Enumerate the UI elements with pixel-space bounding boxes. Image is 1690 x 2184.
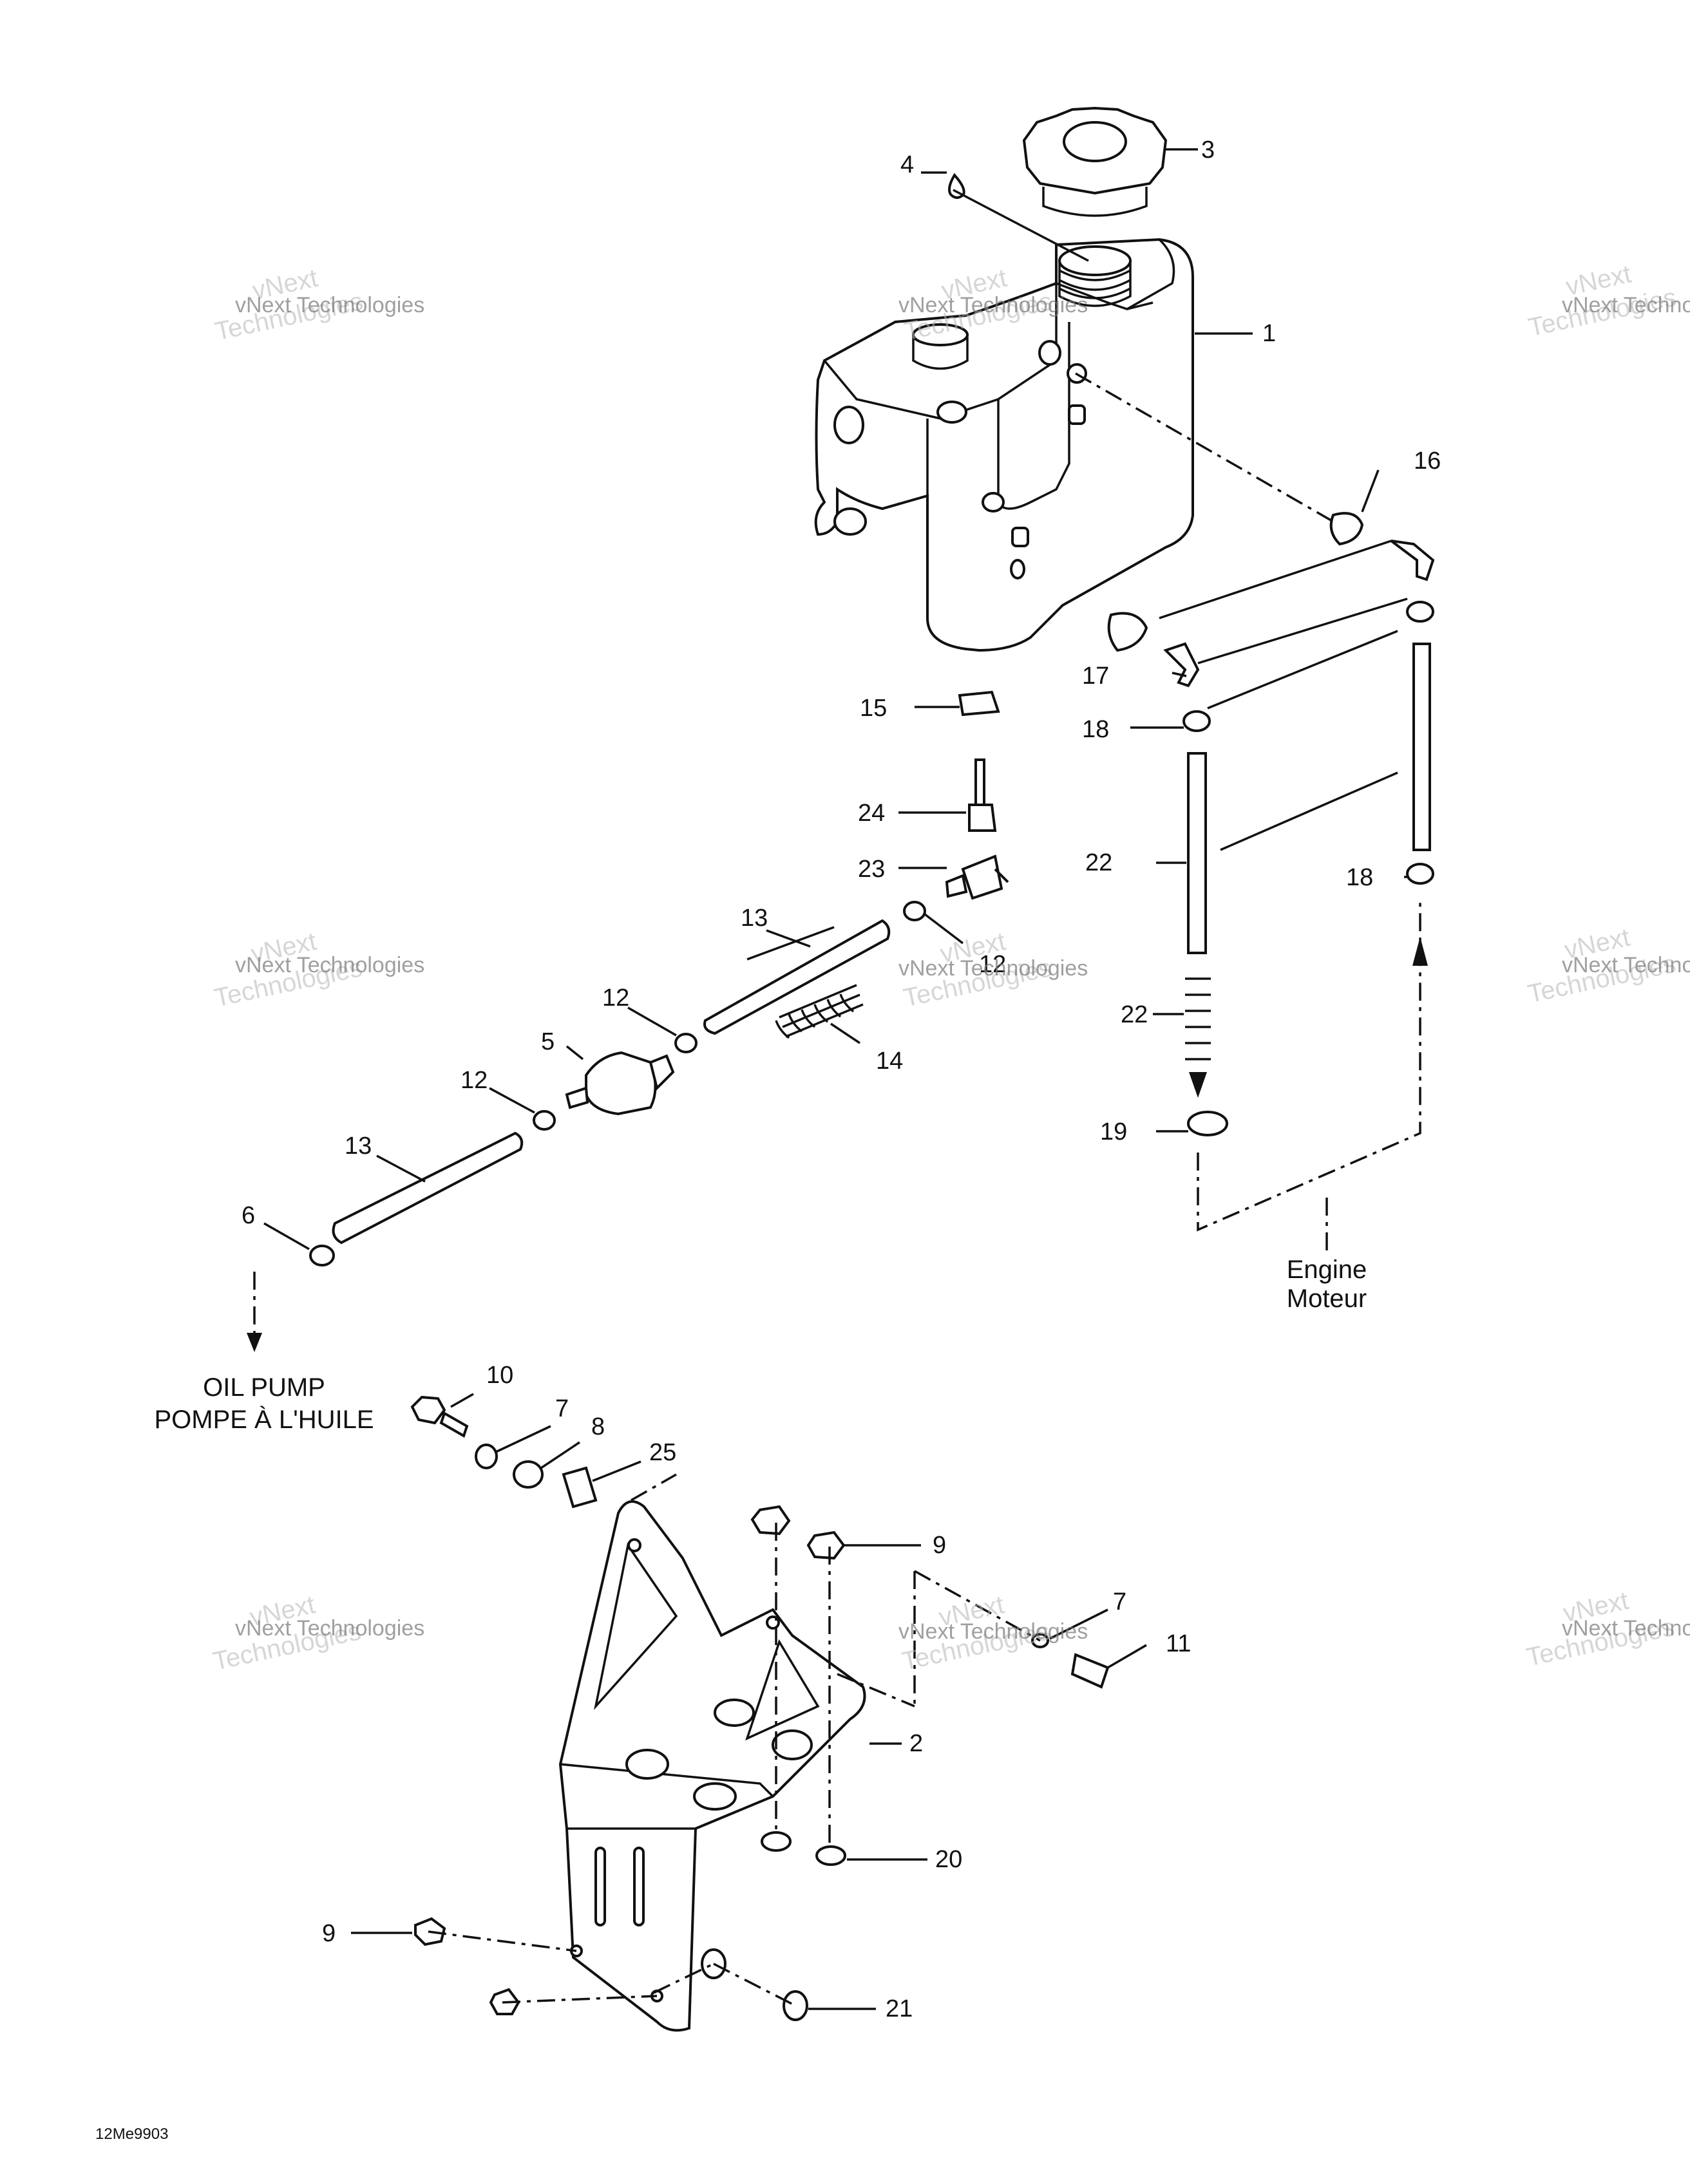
watermark-caption: vNext Technologies — [1562, 293, 1690, 317]
clamp-19 — [1187, 1111, 1228, 1136]
hose-13-upper — [703, 919, 891, 1035]
clamp-18-a — [1182, 710, 1211, 732]
callout-6: 6 — [242, 1202, 255, 1229]
callout-18-a: 18 — [1082, 716, 1109, 743]
callout-19: 19 — [1100, 1118, 1127, 1145]
engine-label-fr: Moteur — [1287, 1285, 1367, 1313]
clamp-18-top — [1406, 601, 1434, 623]
callout-12-c: 12 — [460, 1067, 488, 1094]
elbow-17 — [1163, 642, 1200, 688]
callout-22-a: 20 — [935, 1846, 962, 1873]
routing-lines — [253, 189, 1421, 1333]
watermark-caption: vNext Technologies — [898, 956, 1088, 981]
clamp-12-b — [674, 1033, 698, 1053]
clamp-12-a — [903, 901, 926, 921]
arrow-to-oil-pump-icon — [247, 1333, 262, 1352]
callout-7-a: 7 — [555, 1395, 569, 1422]
callout-13-b: 13 — [345, 1133, 372, 1160]
arrow-up-engine-icon — [1412, 937, 1428, 966]
callout-13-a: 13 — [741, 905, 768, 932]
watermark-caption: vNext Technologies — [898, 1619, 1088, 1644]
callout-5: 5 — [541, 1028, 555, 1055]
clamp-6 — [309, 1245, 335, 1266]
callout-1: 1 — [1262, 320, 1276, 347]
watermark-caption: vNext Technologies — [898, 293, 1088, 317]
callout-8: 8 — [591, 1413, 605, 1440]
oil-filter — [565, 1051, 675, 1116]
callout-12-a: 12 — [979, 951, 1006, 978]
callout-2: 2 — [909, 1730, 923, 1757]
callout-labels: 3 4 1 16 15 17 18 24 23 13 12 12 5 14 12… — [242, 136, 1441, 2022]
callout-12-b: 12 — [602, 984, 629, 1012]
drawing-code: 12Me9903 — [95, 2125, 168, 2143]
callout-9-a: 9 — [933, 1532, 946, 1559]
callout-3: 3 — [1201, 136, 1215, 164]
callout-9-b: 9 — [322, 1920, 336, 1947]
callout-7-b: 7 — [1113, 1588, 1126, 1615]
clamp-18-b — [1406, 863, 1434, 885]
gasket-drop-icon — [948, 173, 965, 199]
watermark-caption: vNext Technologies — [1562, 1616, 1690, 1641]
engine-label: Engine — [1287, 1256, 1367, 1284]
grommet-16 — [1329, 512, 1364, 546]
grommet-left — [1107, 612, 1148, 652]
callout-15: 15 — [860, 695, 887, 722]
tank-cap — [1022, 106, 1168, 217]
callout-14: 14 — [876, 1048, 903, 1075]
callout-leaders — [263, 148, 1407, 2010]
callout-16: 16 — [1414, 447, 1441, 475]
callout-11: 11 — [1166, 1630, 1191, 1657]
callout-21: 22 — [1121, 1001, 1148, 1028]
oil-tank — [814, 238, 1194, 652]
callout-23: 23 — [858, 856, 885, 883]
callout-20: 22 — [1085, 849, 1112, 876]
arrow-down-hose-icon — [1189, 1072, 1207, 1098]
watermark-caption: vNext Technologies — [235, 953, 424, 977]
spring-21 — [1185, 977, 1211, 1060]
callout-25: 25 — [649, 1439, 676, 1466]
callout-4: 4 — [900, 151, 914, 178]
callout-22-b: 21 — [886, 1995, 913, 2022]
shutoff-valve — [945, 690, 1009, 900]
callout-24: 24 — [858, 800, 885, 827]
elbow-right — [1390, 540, 1435, 581]
watermark-caption: vNext Technologies — [235, 293, 424, 317]
clamp-12-c — [533, 1110, 556, 1131]
watermark-caption: vNext Technologies — [235, 1616, 424, 1641]
callout-10: 10 — [486, 1362, 513, 1389]
bracket — [558, 1500, 866, 2032]
hose-13-lower — [332, 1131, 524, 1245]
bracket-hardware — [410, 1395, 1110, 2021]
oil-pump-label: OIL PUMP — [203, 1373, 325, 1402]
hose-right — [1412, 643, 1431, 851]
spring — [775, 984, 864, 1039]
oil-pump-label-fr: POMPE À L'HUILE — [154, 1405, 374, 1434]
hose-20 — [1187, 752, 1207, 954]
callout-18-b: 18 — [1346, 864, 1373, 891]
watermark-caption: vNext Technologies — [1562, 953, 1690, 977]
callout-17: 17 — [1082, 663, 1109, 690]
